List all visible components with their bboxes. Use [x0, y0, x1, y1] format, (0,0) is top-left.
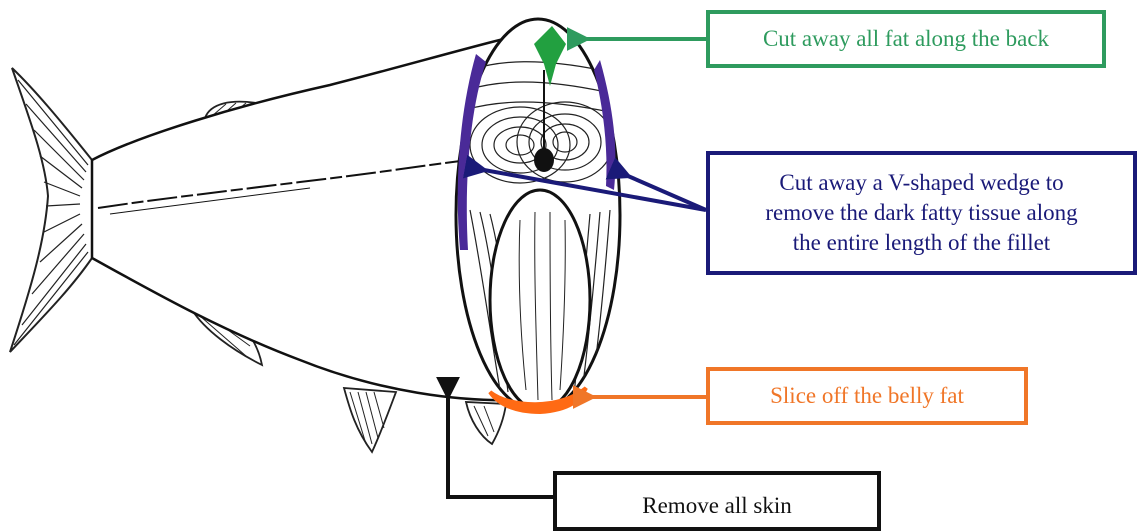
callout-belly-fat-text: Slice off the belly fat — [770, 383, 964, 409]
anal-fin — [344, 388, 396, 452]
callout-back-fat: Cut away all fat along the back — [706, 10, 1106, 68]
callout-back-fat-text: Cut away all fat along the back — [763, 26, 1049, 52]
callout-v-wedge-line-3: the entire length of the fillet — [793, 228, 1050, 258]
callout-v-wedge: Cut away a V-shaped wedge to remove the … — [706, 151, 1137, 275]
callout-skin: Remove all skin — [553, 471, 881, 531]
diagram-canvas: Cut away all fat along the back Cut away… — [0, 0, 1140, 516]
callout-belly-fat: Slice off the belly fat — [706, 367, 1028, 425]
callout-skin-text: Remove all skin — [642, 493, 791, 519]
tail-fin — [10, 68, 92, 352]
callout-v-wedge-line-2: remove the dark fatty tissue along — [765, 198, 1077, 228]
callout-v-wedge-line-1: Cut away a V-shaped wedge to — [779, 168, 1063, 198]
pectoral-fin — [466, 402, 506, 444]
